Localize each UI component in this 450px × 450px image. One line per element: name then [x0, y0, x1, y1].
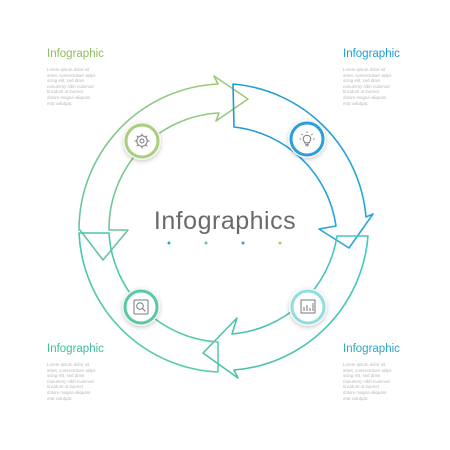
center-dot-3	[241, 241, 245, 245]
block-title: Infographic	[343, 48, 400, 60]
gear-icon	[134, 133, 150, 149]
magnifier-icon	[133, 299, 149, 315]
lightbulb-icon	[299, 131, 315, 147]
center-dots	[167, 241, 282, 245]
step-badge-tl	[123, 122, 161, 160]
center-dot-4	[278, 241, 282, 245]
block-title: Infographic	[47, 48, 104, 60]
center-title: Infographics	[153, 207, 297, 235]
center-dot-2	[204, 241, 208, 245]
arrow-segment-top-right	[232, 83, 374, 249]
block-title: Infographic	[343, 343, 400, 355]
step-badge-bl	[122, 288, 160, 326]
arrow-segment-bottom-right	[202, 235, 369, 379]
step-badge-br	[289, 288, 327, 326]
step-badge-tr	[288, 120, 326, 158]
arrow-segment-bottom-left	[78, 232, 219, 373]
arrow-segment-top-left	[78, 75, 249, 261]
block-title: Infographic	[47, 343, 104, 355]
center-dot-1	[167, 241, 171, 245]
bar-chart-icon	[300, 299, 316, 314]
